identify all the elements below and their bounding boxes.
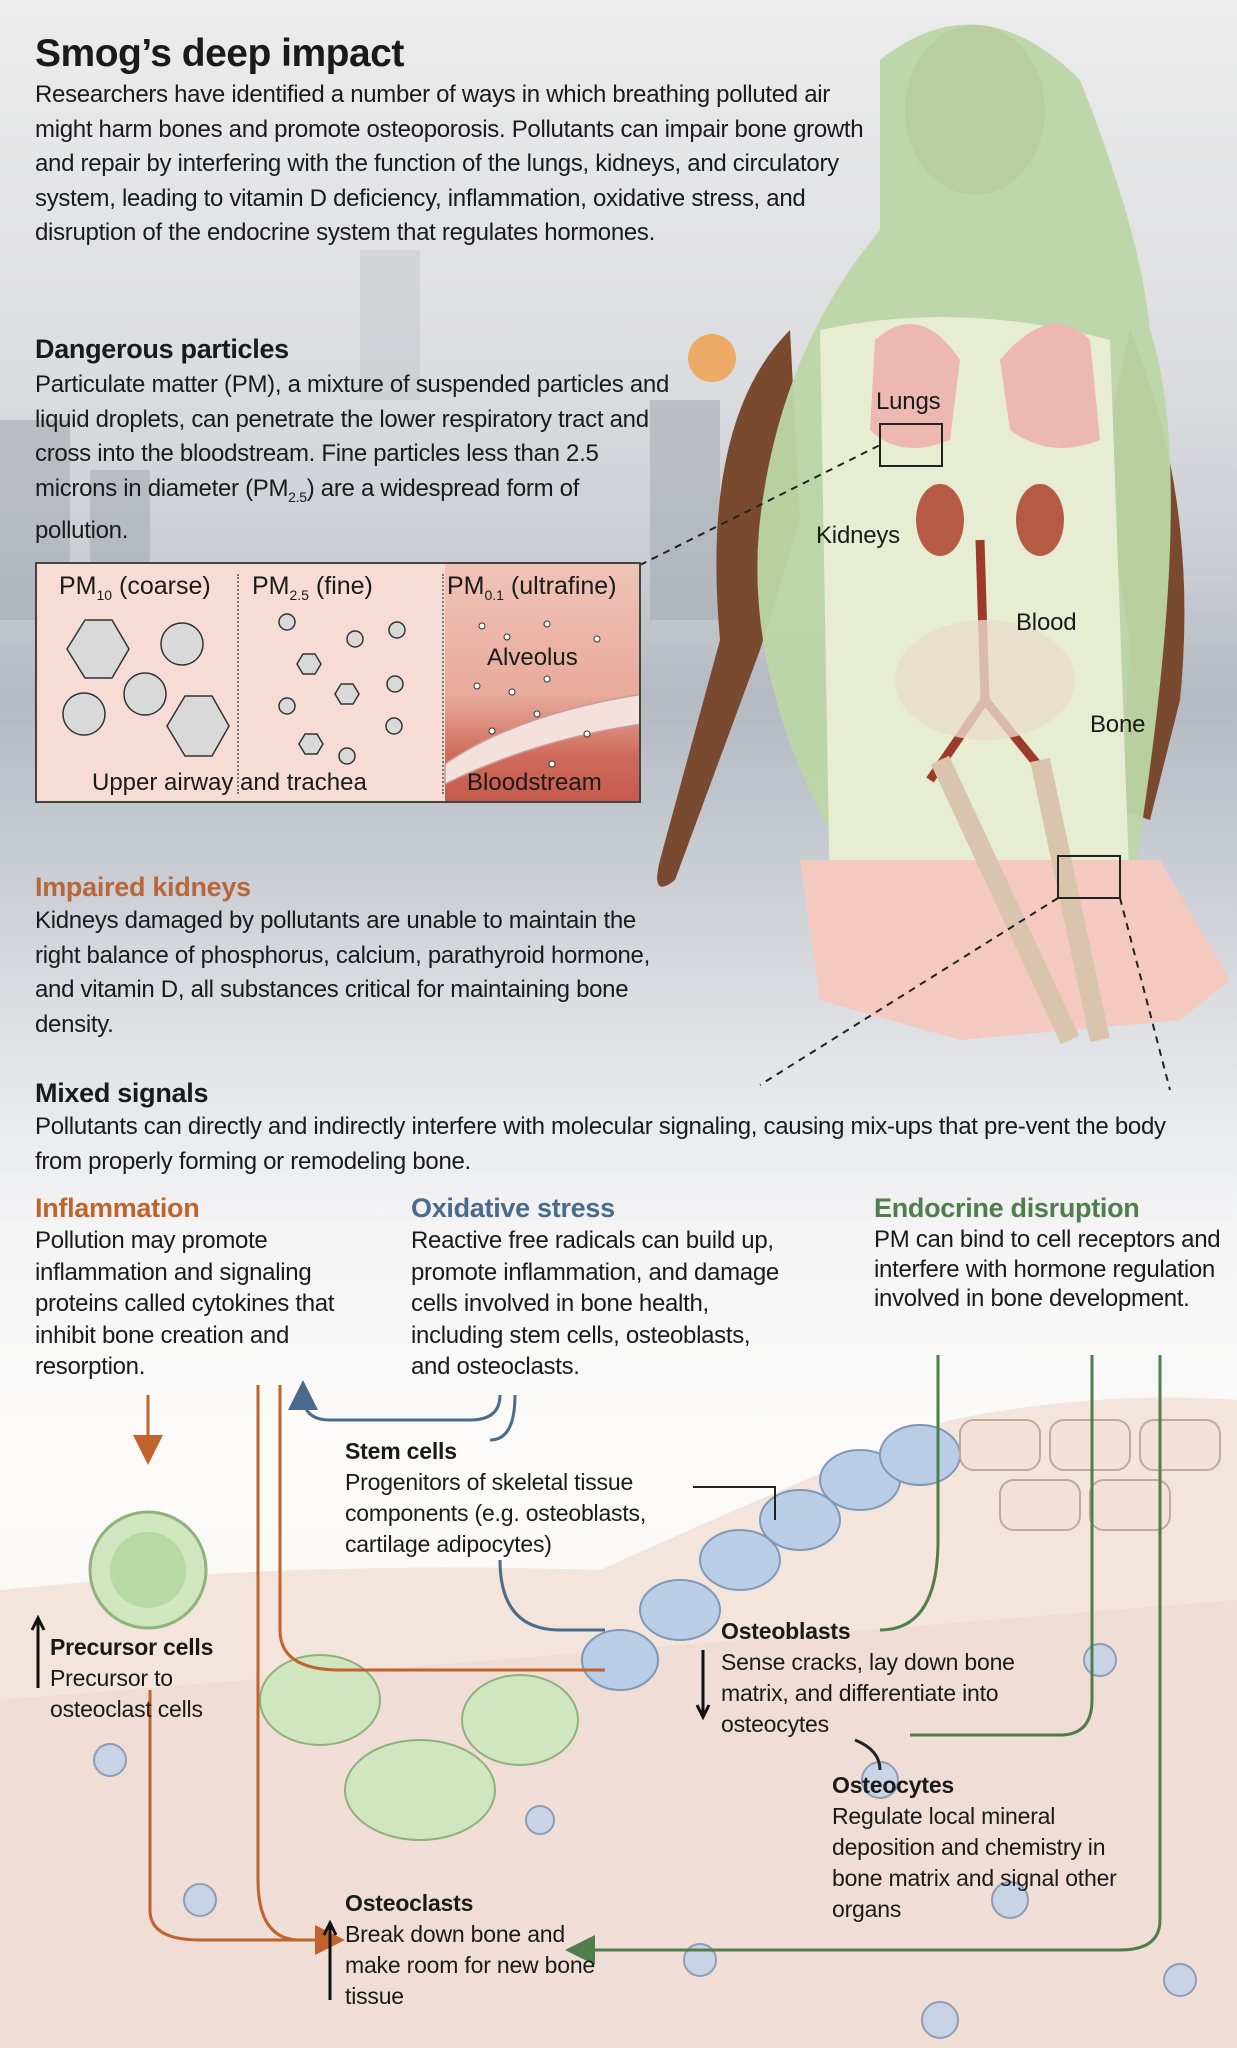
alveolus-label: Alveolus [487,644,578,671]
pm25-label: PM2.5 (fine) [252,572,373,603]
precursor-heading: Precursor cells [50,1634,214,1660]
particles-heading: Dangerous particles [35,334,289,364]
osteocytes-text: Regulate local mineral deposition and ch… [832,1803,1117,1922]
inflammation-heading: Inflammation [35,1193,200,1223]
oxidative-heading: Oxidative stress [411,1193,615,1223]
osteoblasts-text: Sense cracks, lay down bone matrix, and … [721,1649,1015,1737]
particles-drawing [62,613,639,786]
pm-size-panel: PM10 (coarse) PM2.5 (fine) PM0.1 (ultraf… [35,562,641,803]
stem-cells-text: Progenitors of skeletal tissue component… [345,1469,647,1557]
bone-label: Bone [1090,711,1146,738]
osteoclast-cells [259,1654,579,1841]
mixed-text: Pollutants can directly and indirectly i… [35,1113,1166,1175]
page-title: Smog’s deep impact [35,32,404,75]
stem-cell-layer [581,1424,961,1691]
particles-text-sub: 2.5 [288,488,307,505]
osteocyte-network [93,1643,1197,2039]
kidneys-text: Kidneys damaged by pollutants are unable… [35,907,650,1038]
pm01-label: PM0.1 (ultrafine) [447,572,617,603]
osteocytes-heading: Osteocytes [832,1772,955,1798]
endocrine-heading: Endocrine disruption [874,1193,1140,1223]
inflammation-text: Pollution may promote inflammation and s… [35,1227,335,1380]
endocrine-text: PM can bind to cell receptors and interf… [874,1226,1221,1312]
oxidative-text: Reactive free radicals can build up, pro… [411,1227,779,1380]
osteoclasts-text: Break down bone and make room for new bo… [345,1921,596,2009]
woman-figure [657,24,1230,1045]
lungs-label: Lungs [876,388,941,415]
kidneys-label: Kidneys [816,522,900,549]
sun [688,334,736,382]
particles-text-b: ) are a widespread form of pollution. [35,474,580,544]
osteoblasts-heading: Osteoblasts [721,1618,851,1644]
mixed-heading: Mixed signals [35,1078,209,1108]
particles-text: Particulate matter (PM), a mixture of su… [35,368,675,548]
precursor-text: Precursor to osteoclast cells [50,1665,203,1722]
divider [442,574,444,794]
particles-text-a: Particulate matter (PM), a mixture of su… [35,371,669,502]
stem-cells-heading: Stem cells [345,1438,457,1464]
osteoclasts-heading: Osteoclasts [345,1890,474,1916]
pm10-label: PM10 (coarse) [59,572,211,603]
divider [237,574,239,794]
upper-airway-label: Upper airway and trachea [92,769,367,796]
kidneys-heading: Impaired kidneys [35,872,251,902]
blood-label: Blood [1016,609,1077,636]
bloodstream-label: Bloodstream [467,769,602,796]
intro-text: Researchers have identified a number of … [35,81,864,246]
